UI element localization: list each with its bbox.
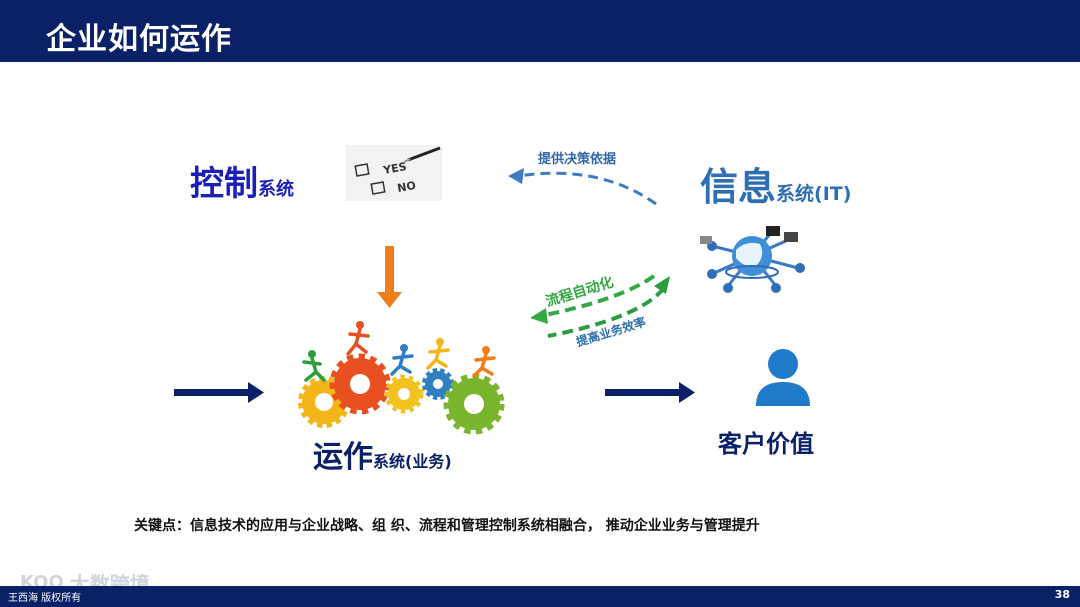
copyright-text: 王西海 版权所有: [8, 593, 82, 604]
output-arrow: [605, 382, 695, 403]
efficiency-arrow: [547, 276, 670, 338]
key-points-text: 关键点：信息技术的应用与企业战略、组 织、流程和管理控制系统相融合， 推动企业业…: [134, 518, 760, 534]
checklist-image: YES NO: [346, 145, 442, 201]
information-suffix: 系统(IT): [776, 183, 852, 205]
control-system-label: 控制系统: [190, 156, 294, 205]
customer-value-label: 客户价值: [718, 430, 814, 458]
input-arrow: [174, 382, 264, 403]
page-title: 企业如何运作: [46, 22, 232, 57]
person-icon: [756, 349, 810, 406]
operations-suffix: 系统(业务): [373, 452, 452, 471]
control-main: 控制: [190, 164, 258, 204]
page-number: 38: [1054, 588, 1070, 601]
process-automation-arrow: [530, 274, 656, 324]
operations-main: 运作: [313, 440, 373, 475]
checklist-no-text: NO: [396, 179, 417, 195]
network-globe-icon: [700, 226, 805, 293]
orange-down-arrow: [377, 246, 402, 308]
control-suffix: 系统: [258, 179, 294, 200]
header-bar: [0, 0, 1080, 62]
decision-basis-arrow: [508, 168, 657, 206]
checklist-yes-text: YES: [381, 160, 407, 177]
information-main: 信息: [700, 165, 777, 209]
decision-basis-label: 提供决策依据: [538, 152, 617, 167]
gears-image: [298, 321, 505, 435]
information-system-label: 信息系统(IT): [700, 156, 851, 211]
operations-system-label: 运作系统(业务): [313, 432, 452, 476]
footer-bar: [0, 586, 1080, 607]
